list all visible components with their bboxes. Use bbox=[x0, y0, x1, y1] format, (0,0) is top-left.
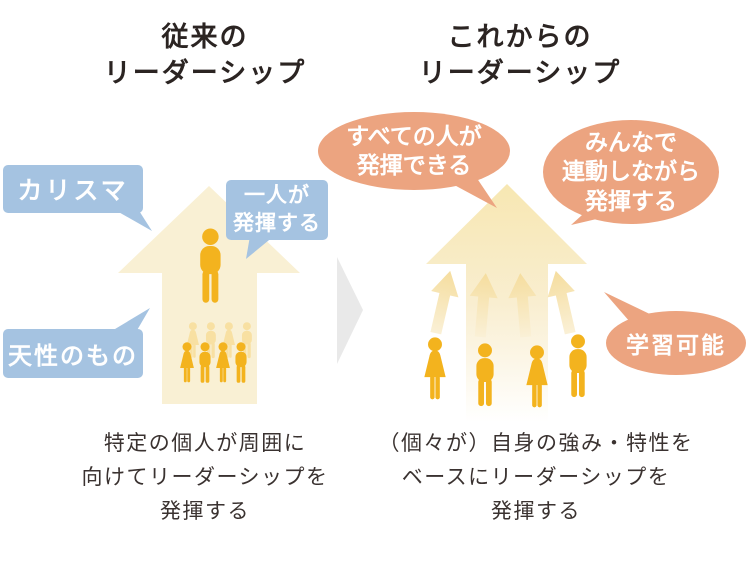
together-bubble: みんなで 連動しながら 発揮する bbox=[543, 120, 719, 224]
one-person-bubble-tail bbox=[246, 236, 274, 259]
small-up-arrow-icon bbox=[430, 270, 459, 335]
everyone-bubble-line: すべての人が bbox=[346, 122, 482, 149]
together-bubble-line: 連動しながら bbox=[562, 158, 700, 185]
right-caption-line: ベースにリーダーシップを bbox=[401, 466, 671, 490]
individual-person-icon bbox=[569, 334, 587, 398]
right-big-up-arrow-icon bbox=[426, 184, 587, 422]
right-title: これからの リーダーシップ bbox=[345, 20, 695, 91]
left-caption: 特定の個人が周囲に 向けてリーダーシップを 発揮する bbox=[25, 427, 385, 529]
everyone-bubble-line: 発揮できる bbox=[356, 152, 472, 178]
everyone-bubble: すべての人が 発揮できる bbox=[318, 112, 510, 190]
charisma-bubble-label: カリスマ bbox=[17, 177, 129, 205]
one-person-bubble-line: 一人が bbox=[244, 184, 310, 208]
transition-chevron-icon bbox=[337, 257, 363, 364]
left-title-line: 従来の bbox=[161, 22, 249, 52]
left-caption-line: 特定の個人が周囲に bbox=[103, 432, 307, 455]
right-caption: （個々が）自身の強み・特性を ベースにリーダーシップを 発揮する bbox=[348, 427, 724, 529]
one-person-bubble-line: 発揮する bbox=[233, 212, 321, 235]
left-title: 従来の リーダーシップ bbox=[30, 20, 380, 91]
learnable-bubble: 学習可能 bbox=[606, 311, 746, 375]
right-caption-line: 発揮する bbox=[491, 500, 581, 524]
innate-bubble-tail bbox=[110, 308, 150, 332]
small-up-arrow-icon bbox=[508, 273, 537, 338]
left-caption-line: 発揮する bbox=[160, 500, 250, 524]
innate-bubble: 天性のもの bbox=[3, 329, 143, 378]
right-title-line: これからの bbox=[447, 22, 593, 52]
right-title-line: リーダーシップ bbox=[418, 57, 622, 88]
together-bubble-line: みんなで bbox=[585, 128, 677, 155]
one-person-bubble: 一人が 発揮する bbox=[226, 180, 328, 240]
small-up-arrow-icon bbox=[469, 273, 498, 338]
charisma-bubble: カリスマ bbox=[3, 165, 143, 213]
innate-bubble-label: 天性のもの bbox=[8, 343, 138, 370]
learnable-bubble-label: 学習可能 bbox=[626, 332, 726, 358]
right-caption-line: （個々が）自身の強み・特性を bbox=[378, 432, 694, 455]
left-caption-line: 向けてリーダーシップを bbox=[81, 466, 329, 490]
small-up-arrow-icon bbox=[547, 270, 576, 335]
left-title-line: リーダーシップ bbox=[103, 57, 307, 88]
individual-person-icon bbox=[424, 337, 446, 400]
together-bubble-line: 発揮する bbox=[585, 187, 677, 214]
